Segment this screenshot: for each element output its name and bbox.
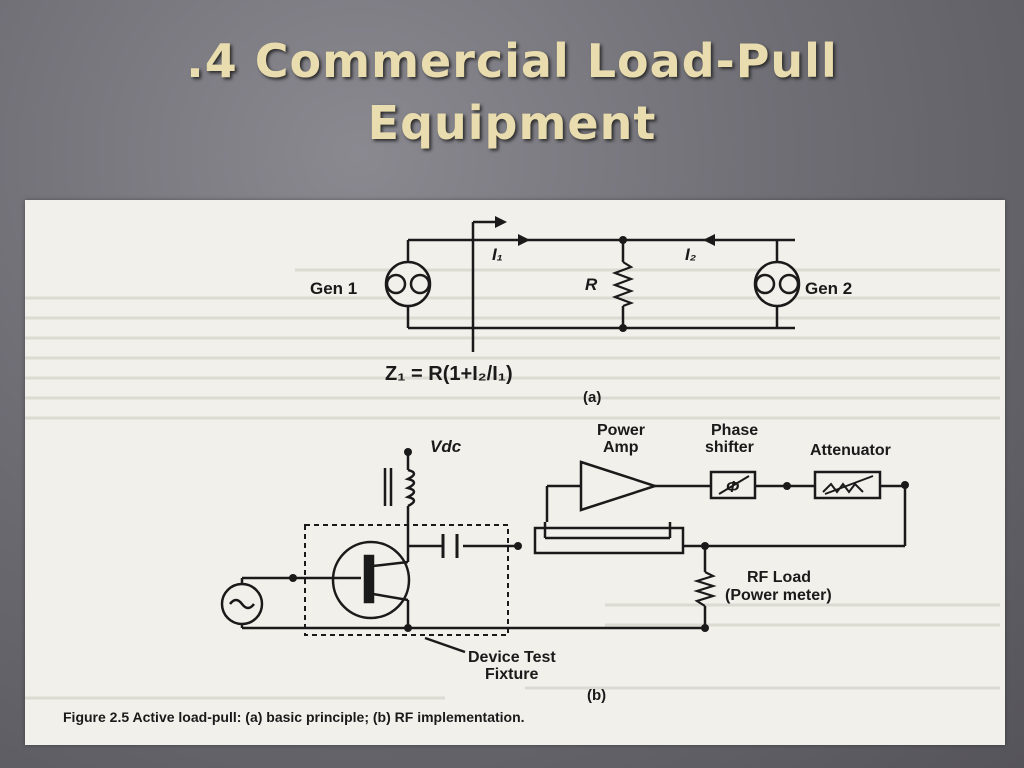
- gen1-label: Gen 1: [310, 279, 357, 298]
- gen1-source-icon: [384, 260, 432, 308]
- fixture-label-line1: Device Test: [468, 649, 556, 666]
- phase-shifter-label-line2: shifter: [705, 439, 754, 456]
- current2-label: I₂: [685, 245, 697, 264]
- part-b-sublabel: (b): [587, 687, 606, 704]
- slide-title-line2: Equipment: [367, 96, 657, 150]
- inductor-icon: [404, 468, 416, 508]
- gen2-label: Gen 2: [805, 279, 852, 298]
- current2-arrow-icon: [703, 234, 715, 246]
- figure-caption: Figure 2.5 Active load-pull: (a) basic p…: [63, 709, 525, 725]
- rf-load-label-line2: (Power meter): [725, 587, 832, 604]
- power-amp-icon: [579, 460, 660, 512]
- current1-arrow-icon: [518, 234, 530, 246]
- fixture-label-line2: Fixture: [485, 666, 538, 683]
- inductor-core-icon: [383, 468, 393, 506]
- vdc-label: Vdc: [430, 437, 462, 456]
- device-test-fixture-box: [304, 524, 509, 636]
- resistor-icon: [611, 261, 635, 308]
- slide-title: .4 Commercial Load-Pull Equipment: [0, 30, 1024, 154]
- capacitor-icon: [441, 534, 459, 558]
- phase-shifter-label-line1: Phase: [711, 422, 758, 439]
- attenuator-icon: [813, 470, 882, 500]
- rf-load-resistor-icon: [693, 571, 717, 607]
- directional-coupler: [533, 526, 685, 555]
- gen2-source-icon: [753, 260, 801, 308]
- arrow-icon: [495, 216, 507, 228]
- phase-symbol: Φ: [726, 479, 739, 496]
- slide-title-line1: .4 Commercial Load-Pull: [186, 34, 838, 88]
- load-pull-diagram: Gen 1 Gen 2 I₁ I₂ R Z₁ = R(1+I₂/I₁) (a): [25, 216, 1000, 725]
- figure-panel: Gen 1 Gen 2 I₁ I₂ R Z₁ = R(1+I₂/I₁) (a): [25, 200, 1005, 745]
- ac-source-icon: [220, 582, 264, 626]
- attenuator-label: Attenuator: [810, 442, 891, 459]
- part-a-sublabel: (a): [583, 389, 601, 406]
- transistor-icon: [331, 540, 411, 620]
- rf-load-label-line1: RF Load: [747, 569, 811, 586]
- impedance-equation: Z₁ = R(1+I₂/I₁): [385, 363, 513, 385]
- power-amp-label-line2: Amp: [603, 439, 639, 456]
- power-amp-label-line1: Power: [597, 422, 645, 439]
- bleed-through-texture: [25, 268, 1000, 700]
- phase-shifter-icon: Φ: [709, 470, 757, 500]
- resistor-label: R: [585, 275, 598, 294]
- current1-label: I₁: [492, 245, 503, 264]
